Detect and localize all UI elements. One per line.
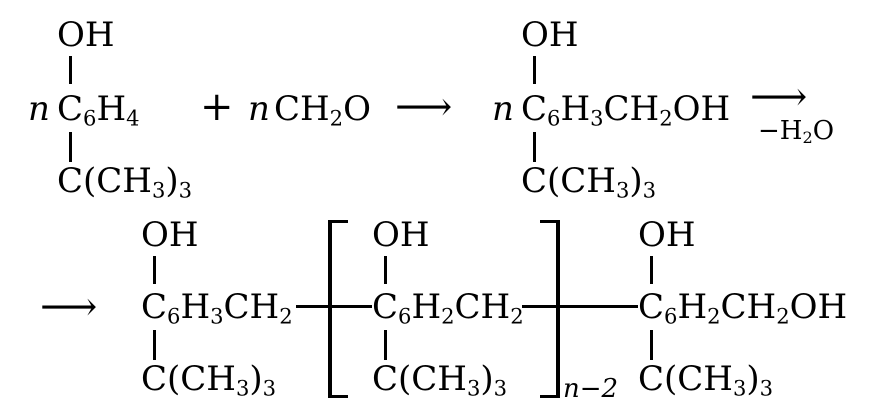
intermediate-ring: C6H3CH2OH: [521, 89, 731, 131]
end2-bond-top: [650, 256, 653, 284]
repeat-count: n−2: [563, 374, 619, 404]
intermediate-tbutyl: C(CH3)3: [521, 161, 657, 203]
reagent-coefficient: n: [248, 89, 270, 129]
reactant-oh: OH: [57, 15, 115, 55]
reactant-tbutyl: C(CH3)3: [57, 161, 193, 203]
mid-bond-top: [384, 256, 387, 284]
reactant-bond-top: [69, 56, 72, 84]
end2-bond-bottom: [650, 330, 653, 360]
end1-bond-top: [153, 256, 156, 284]
mid-oh: OH: [372, 215, 430, 255]
mid-bond-bottom: [384, 330, 387, 360]
end1-ring: C6H3CH2: [141, 287, 293, 329]
reaction-arrow-3: ⟶: [40, 284, 98, 330]
reaction-arrow-2: ⟶: [750, 74, 808, 120]
mid-dash-right: [522, 305, 556, 308]
end2-dash: [560, 305, 638, 308]
reagent-formaldehyde: CH2O: [274, 89, 371, 131]
mid-dash-left: [332, 305, 372, 308]
end1-bond-bottom: [153, 330, 156, 360]
right-bracket-top: [540, 220, 560, 223]
end2-oh: OH: [638, 215, 696, 255]
end2-ring: C6H2CH2OH: [638, 287, 848, 329]
left-bracket-top: [328, 220, 348, 223]
end1-tbutyl: C(CH3)3: [141, 359, 277, 401]
plus-sign: +: [200, 84, 234, 130]
right-bracket-bottom: [540, 395, 560, 398]
intermediate-oh: OH: [521, 15, 579, 55]
reactant-ring: C6H4: [57, 89, 140, 131]
mid-tbutyl: C(CH3)3: [372, 359, 508, 401]
left-bracket-bottom: [328, 395, 348, 398]
mid-ring: C6H2CH2: [372, 287, 524, 329]
reactant-coefficient: n: [28, 89, 50, 129]
arrow-condition: −H2O: [758, 116, 835, 148]
intermediate-coefficient: n: [492, 89, 514, 129]
end2-tbutyl: C(CH3)3: [638, 359, 774, 401]
right-bracket-bar: [556, 220, 560, 398]
reaction-arrow-1: ⟶: [395, 84, 453, 130]
end1-dash: [296, 305, 328, 308]
intermediate-bond-bottom: [533, 132, 536, 162]
intermediate-bond-top: [533, 56, 536, 84]
left-bracket-bar: [328, 220, 332, 398]
end1-oh: OH: [141, 215, 199, 255]
reactant-bond-bottom: [69, 132, 72, 162]
